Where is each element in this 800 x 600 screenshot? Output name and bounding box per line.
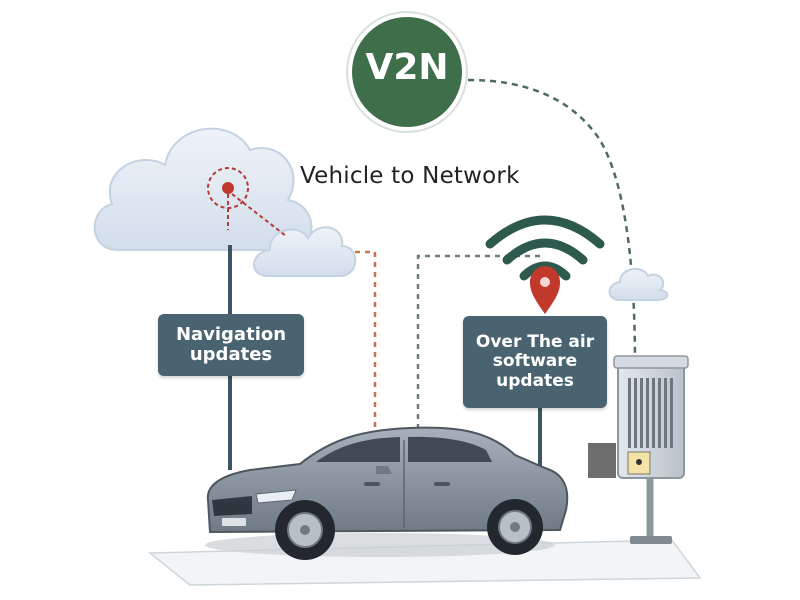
ota-updates-text: Over The air software updates [475, 332, 595, 391]
v2n-badge [346, 11, 468, 133]
cloud-icon [253, 226, 357, 277]
diagram-heading: Vehicle to Network [300, 163, 520, 189]
ota-updates-label: Over The air software updates [463, 316, 607, 408]
cloud-icon [608, 267, 669, 301]
location-target-icon [207, 167, 287, 237]
car-icon [205, 426, 569, 560]
navigation-updates-label: Navigation updates [158, 314, 304, 376]
navigation-updates-text: Navigation updates [175, 323, 287, 365]
v2n-to-server-link [467, 78, 637, 366]
cloud-icon [93, 127, 313, 251]
signal-to-car-link [416, 254, 540, 430]
v2n-badge-label: V2N [365, 47, 449, 88]
cloud-to-car-link [345, 250, 377, 438]
network-server-icon [613, 355, 689, 544]
redaction-box [588, 443, 616, 478]
location-pin-icon [530, 266, 560, 314]
